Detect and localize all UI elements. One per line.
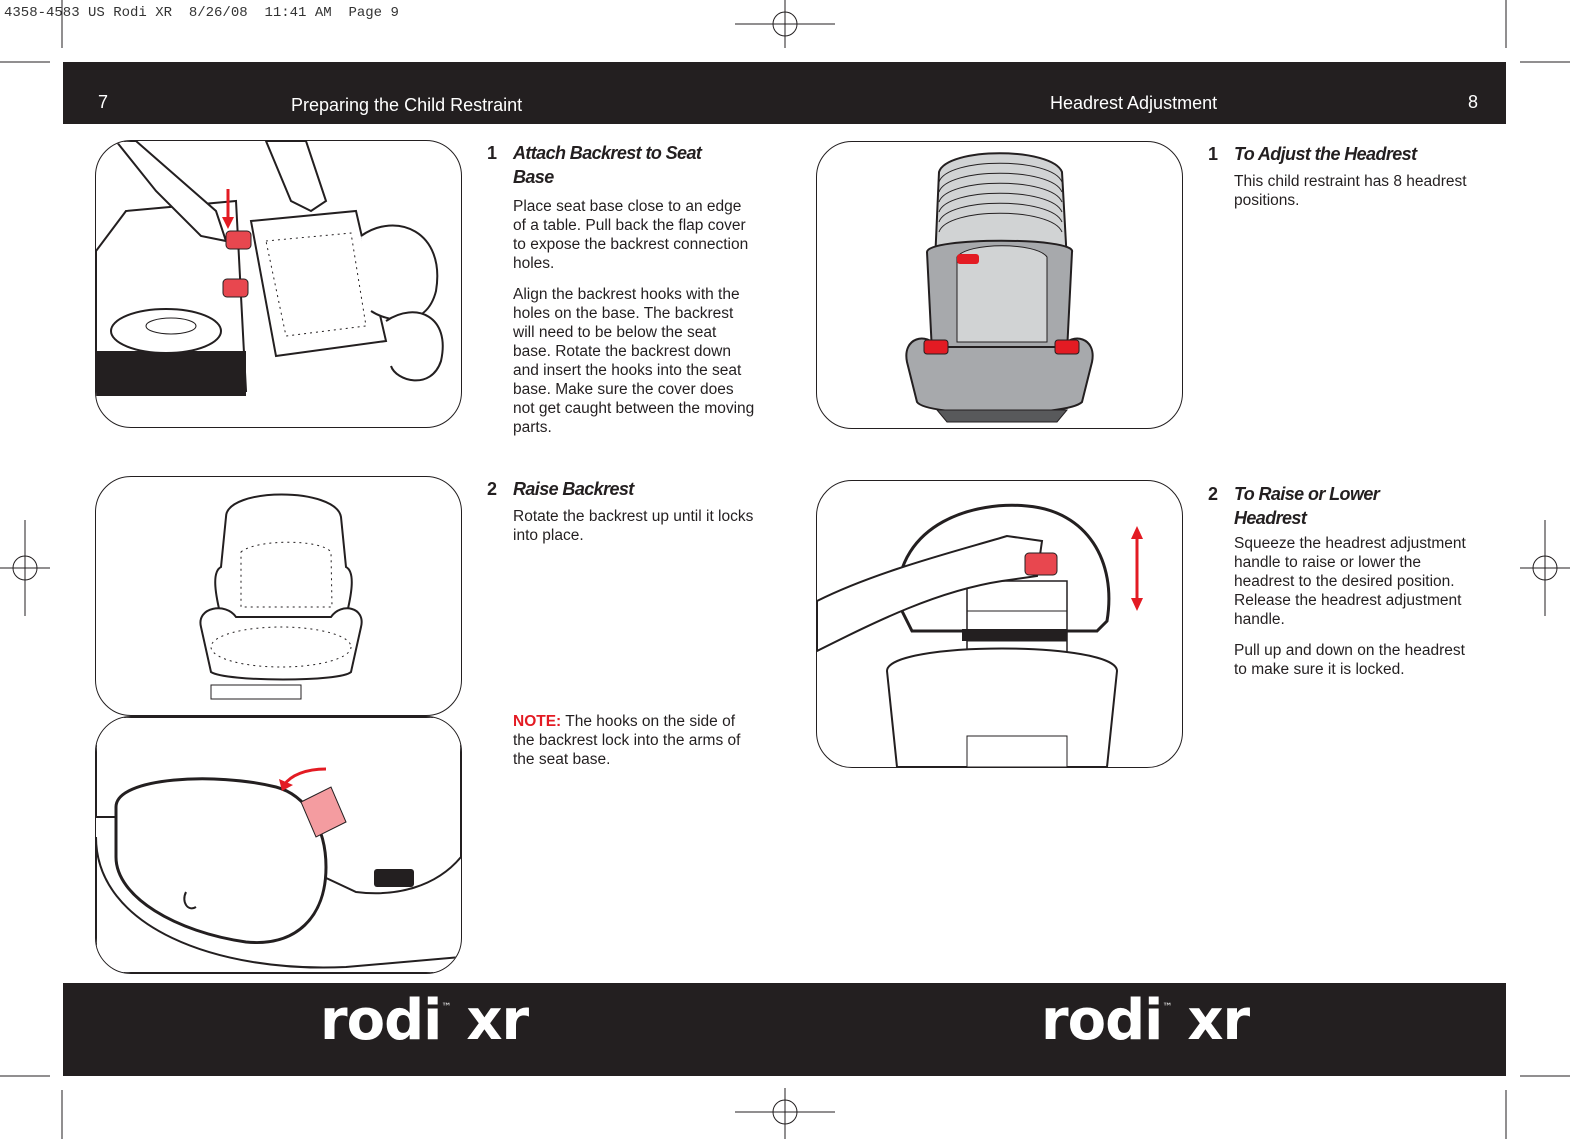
step-number: 2 — [1208, 484, 1218, 504]
left-page-number: 7 — [98, 92, 109, 112]
step-number: 1 — [1208, 144, 1218, 164]
left-step-2: 2 Raise Backrest Rotate the backrest up … — [487, 477, 758, 557]
instruction-paragraph: Squeeze the headrest adjustment handle t… — [1234, 535, 1466, 628]
step-title: Attach Backrest to Seat — [513, 143, 702, 163]
step-title-continued: Headrest — [1234, 508, 1307, 528]
logo-suffix: xr — [466, 988, 529, 1053]
note-text: The hooks on the side of the backrest lo… — [513, 713, 741, 768]
logo-name: rodi — [320, 988, 442, 1053]
step-title: To Adjust the Headrest — [1234, 144, 1417, 164]
header-bar — [63, 62, 1506, 124]
right-brand-logo: rodi™ xr — [1041, 988, 1250, 1053]
instruction-paragraph: Align the backrest hooks with the holes … — [513, 286, 755, 436]
step-title: To Raise or Lower — [1234, 484, 1380, 504]
printer-slug: 4358-4583 US Rodi XR 8/26/08 11:41 AM Pa… — [4, 5, 399, 21]
instruction-paragraph: Place seat base close to an edge of a ta… — [513, 198, 749, 272]
illustration-headrest-positions — [816, 141, 1183, 429]
logo-trademark: ™ — [1162, 1002, 1172, 1013]
illustration-attach-backrest — [95, 140, 462, 428]
illustration-raise-lower-headrest — [816, 480, 1183, 768]
right-page-number: 8 — [1468, 92, 1479, 112]
left-section-title: Preparing the Child Restraint — [291, 95, 523, 115]
illustration-raise-backrest-seat — [95, 476, 462, 716]
step-title-continued: Base — [513, 167, 554, 187]
instruction-paragraph: Pull up and down on the headrest to make… — [1234, 642, 1465, 678]
logo-trademark: ™ — [441, 1002, 451, 1013]
step-title: Raise Backrest — [513, 479, 634, 499]
note-block: NOTE: The hooks on the side of the backr… — [513, 712, 758, 781]
instruction-paragraph: Rotate the backrest up until it locks in… — [513, 508, 754, 544]
step-number: 1 — [487, 143, 497, 163]
left-brand-logo: rodi™ xr — [320, 988, 529, 1053]
left-step-1: 1 Attach Backrest to Seat Base Place sea… — [487, 141, 758, 449]
footer-bar — [63, 983, 1506, 1076]
illustration-backrest-lock — [95, 716, 462, 974]
logo-name: rodi — [1041, 988, 1163, 1053]
logo-suffix: xr — [1187, 988, 1250, 1053]
instruction-paragraph: This child restraint has 8 headrest posi… — [1234, 173, 1467, 209]
right-step-2: 2 To Raise or Lower Headrest Squeeze the… — [1208, 482, 1479, 691]
step-number: 2 — [487, 479, 497, 499]
right-section-title: Headrest Adjustment — [1050, 93, 1218, 113]
right-step-1: 1 To Adjust the Headrest This child rest… — [1208, 142, 1479, 222]
note-label: NOTE: — [513, 713, 562, 730]
